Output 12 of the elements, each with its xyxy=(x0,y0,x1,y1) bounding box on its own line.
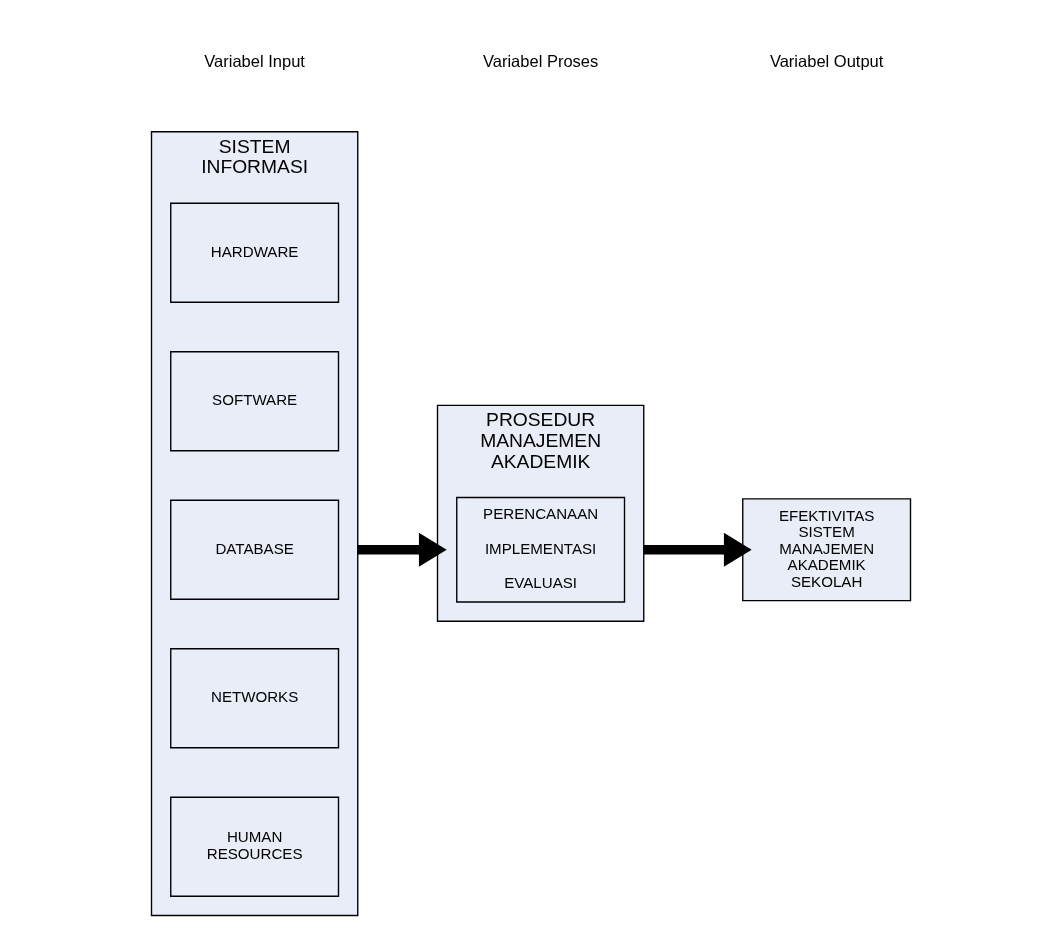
label: Variabel Proses xyxy=(482,52,598,71)
node-box: EFEKTIVITAS SISTEM MANAJEMEN AKADEMIK SEKOLAH xyxy=(741,498,911,602)
node-box: PERENCANAAN IMPLEMENTASI EVALUASI xyxy=(455,496,625,603)
node-box: SOFTWARE xyxy=(169,351,339,452)
arrow xyxy=(357,532,447,567)
node-box: DATABASE xyxy=(169,499,339,600)
node-box: HARDWARE xyxy=(169,202,339,303)
node-box: HUMAN RESOURCES xyxy=(169,796,339,897)
node-box: NETWORKS xyxy=(169,648,339,749)
label: Variabel Input xyxy=(203,52,305,71)
label: Variabel Output xyxy=(769,52,883,71)
arrow xyxy=(643,532,752,567)
